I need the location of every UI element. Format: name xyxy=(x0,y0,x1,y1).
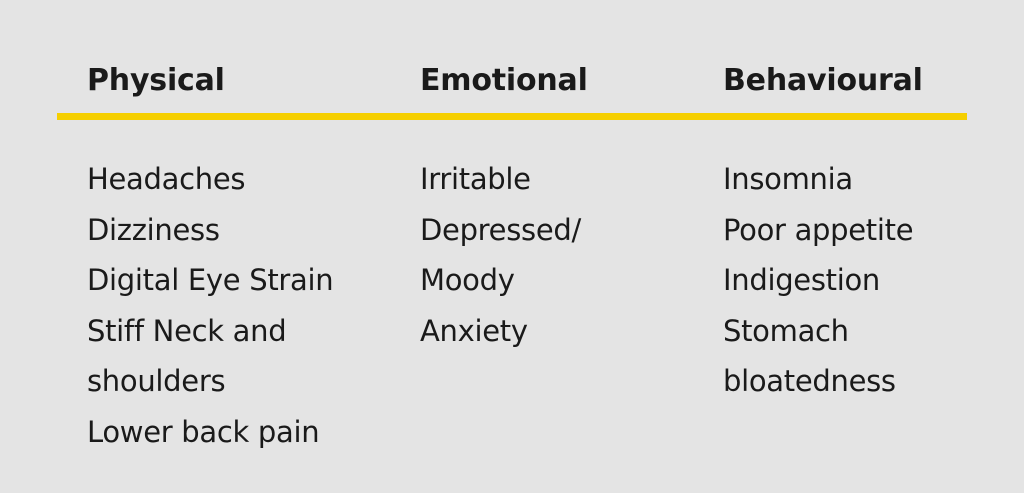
column-emotional: Emotional Irritable Depressed/ Moody Anx… xyxy=(420,60,588,348)
column-physical: Physical Headaches Dizziness Digital Eye… xyxy=(87,60,334,449)
list-item: Poor appetite xyxy=(723,212,914,247)
list-item: bloatedness xyxy=(723,364,896,399)
list-item: Digital Eye Strain xyxy=(87,263,334,298)
list-item: Stiff Neck and xyxy=(87,313,287,348)
column-heading: Physical xyxy=(87,63,225,98)
list-item: Depressed/ xyxy=(420,212,581,247)
list-item: Moody xyxy=(420,263,515,298)
list-item: shoulders xyxy=(87,364,226,399)
list-item: Stomach xyxy=(723,313,849,348)
symptom-list: Headaches Dizziness Digital Eye Strain S… xyxy=(87,154,334,458)
column-behavioural: Behavioural Insomnia Poor appetite Indig… xyxy=(723,60,923,398)
symptom-list: Irritable Depressed/ Moody Anxiety xyxy=(420,154,581,356)
symptom-list: Insomnia Poor appetite Indigestion Stoma… xyxy=(723,154,914,407)
list-item: Insomnia xyxy=(723,162,853,196)
column-heading: Emotional xyxy=(420,63,588,98)
list-item: Headaches xyxy=(87,162,246,196)
list-item: Anxiety xyxy=(420,313,528,348)
header-divider xyxy=(57,113,967,120)
list-item: Lower back pain xyxy=(87,414,320,449)
list-item: Dizziness xyxy=(87,212,220,247)
column-heading: Behavioural xyxy=(723,63,923,98)
list-item: Irritable xyxy=(420,162,531,196)
list-item: Indigestion xyxy=(723,263,881,298)
